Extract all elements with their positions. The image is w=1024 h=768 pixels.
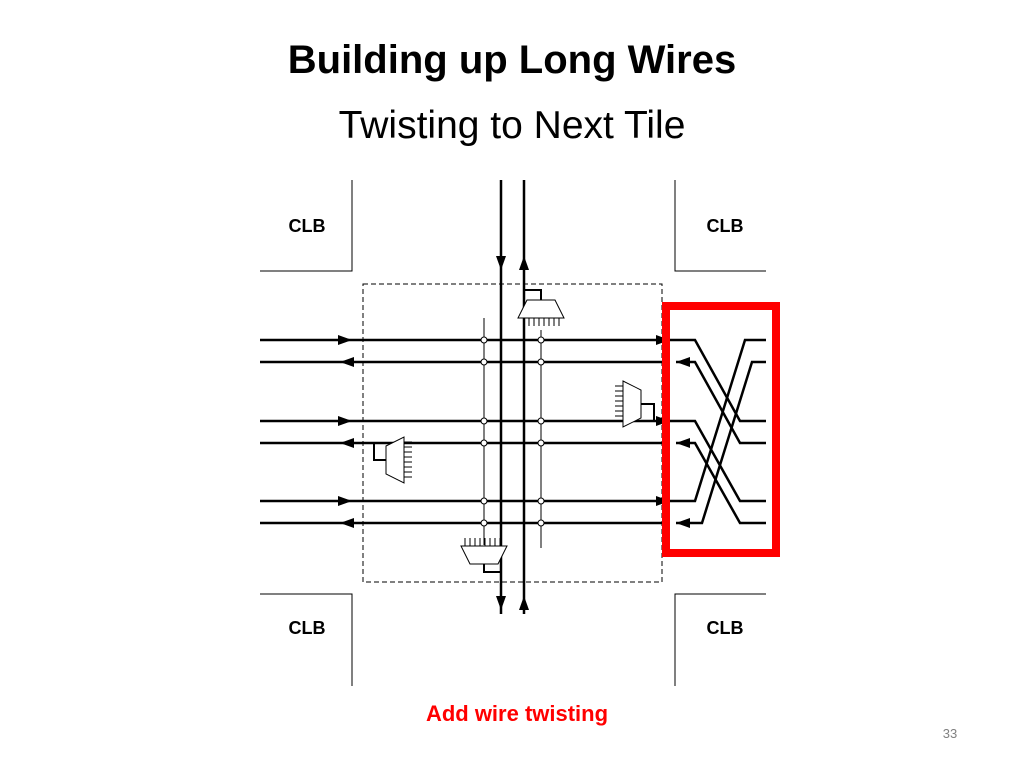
mux-top — [517, 289, 565, 326]
wire-arrows — [338, 335, 690, 528]
horizontal-wires — [260, 338, 668, 525]
switch-points — [480, 336, 545, 527]
vertical-wire-arrows — [496, 256, 529, 610]
mux-bottom — [460, 538, 508, 580]
clb-top-right: CLB — [674, 180, 766, 272]
switch-box-outline — [362, 283, 663, 583]
clb-label: CLB — [289, 618, 326, 638]
wire-twist — [670, 338, 766, 525]
clb-label: CLB — [707, 618, 744, 638]
slide-title: Building up Long Wires — [287, 38, 737, 82]
vertical-wires — [499, 180, 526, 614]
page-number: 33 — [942, 726, 958, 741]
clb-bottom-right: CLB — [674, 593, 766, 686]
caption: Add wire twisting — [425, 701, 609, 726]
mux-right — [615, 380, 668, 428]
clb-label: CLB — [289, 216, 326, 236]
mux-left — [362, 436, 412, 484]
clb-top-left: CLB — [260, 180, 353, 272]
twist-highlight-box — [662, 302, 780, 557]
clb-bottom-left: CLB — [260, 593, 353, 686]
clb-label: CLB — [707, 216, 744, 236]
slide-subtitle: Twisting to Next Tile — [338, 104, 686, 147]
